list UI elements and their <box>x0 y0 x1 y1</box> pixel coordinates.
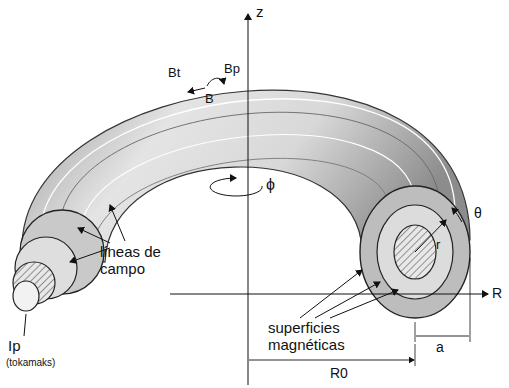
dimension-label: a <box>436 340 444 355</box>
axis-label: z <box>256 4 264 21</box>
angle-label: ϕ <box>266 176 275 194</box>
radius-label: r <box>436 238 440 252</box>
field-label: B <box>205 92 214 106</box>
current-label: Ip <box>8 338 21 355</box>
axis-label: R <box>492 286 502 301</box>
device-note: (tokamaks) <box>6 357 55 368</box>
dimension-label: R0 <box>330 366 348 381</box>
angle-label: θ <box>474 206 482 221</box>
field-lines-label: líneas de campo <box>100 244 180 277</box>
field-label: Bp <box>224 62 240 76</box>
field-label: Bt <box>168 66 180 80</box>
surfaces-label: superficies magnéticas <box>268 320 368 353</box>
